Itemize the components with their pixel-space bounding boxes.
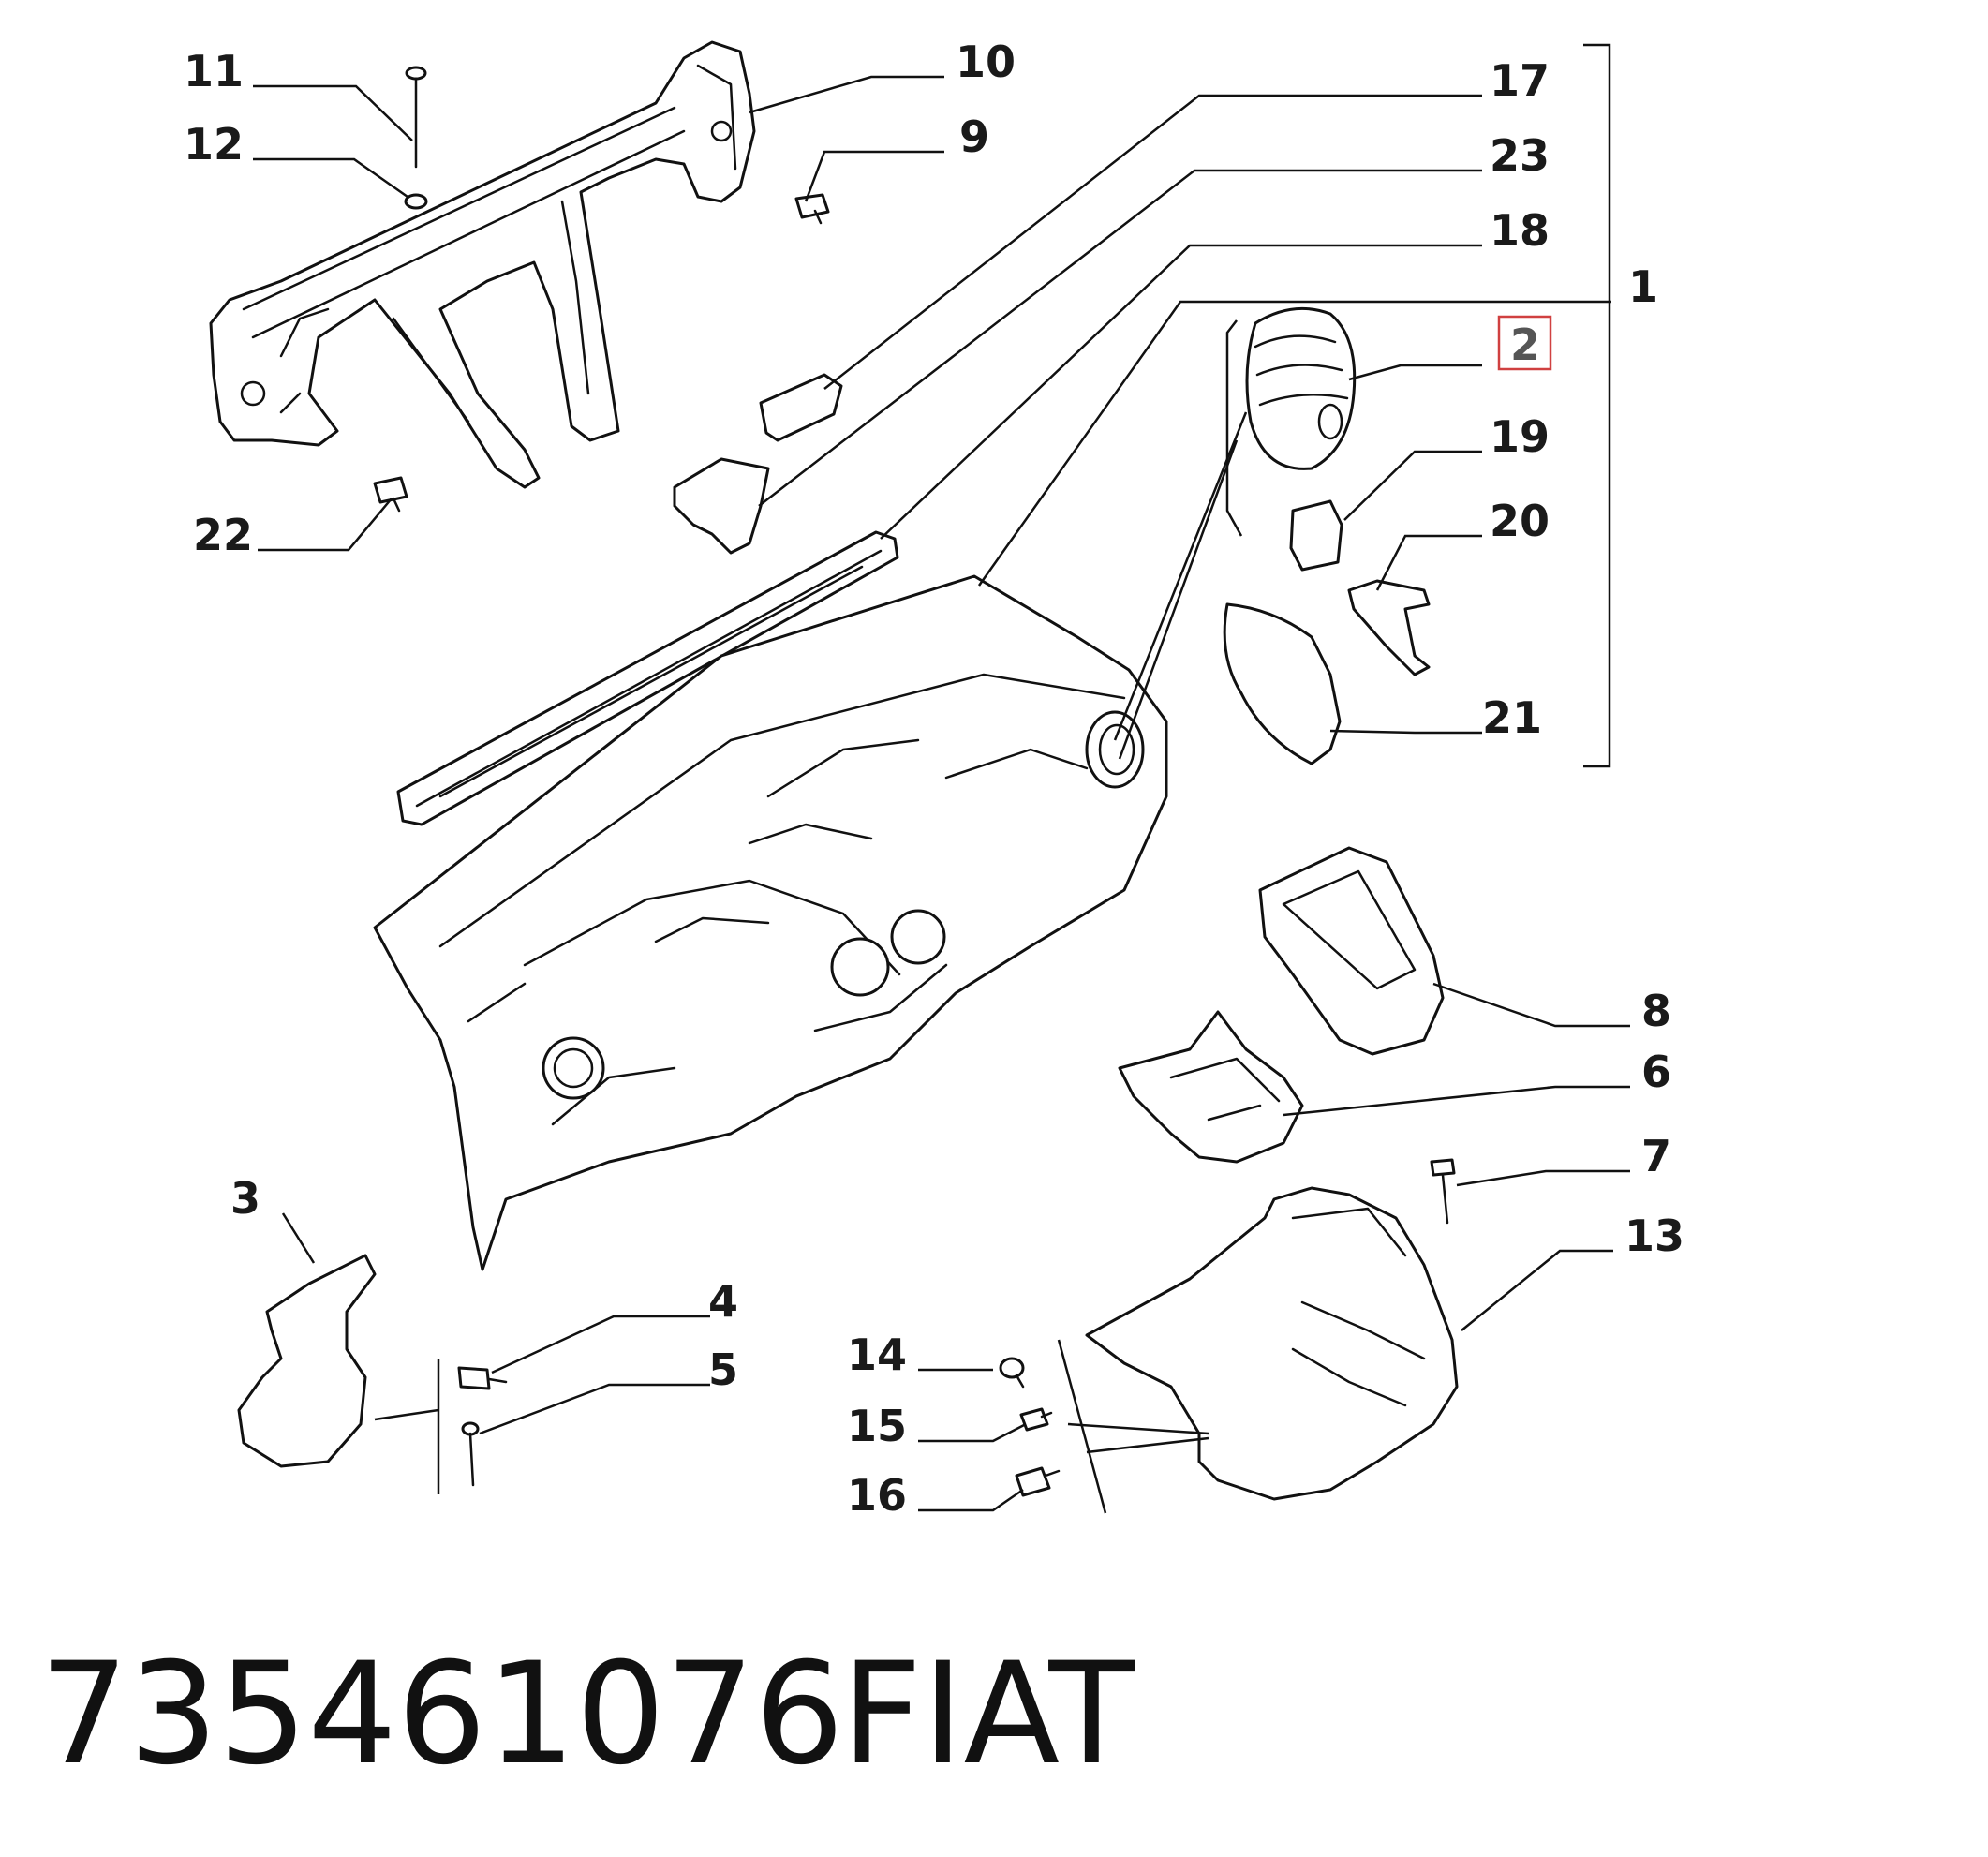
callout-22: 22	[193, 510, 253, 560]
callout-5: 5	[708, 1344, 738, 1395]
lever-20	[1347, 579, 1431, 676]
screw-22	[373, 476, 408, 513]
lower-console-13	[1085, 1186, 1459, 1501]
pin-5	[461, 1421, 480, 1487]
callout-14: 14	[847, 1330, 907, 1380]
screw-4	[457, 1366, 508, 1390]
mounting-bracket-3	[237, 1254, 377, 1468]
callout-4: 4	[708, 1276, 738, 1327]
callout-1: 1	[1628, 261, 1658, 312]
callout-6: 6	[1641, 1047, 1671, 1097]
callout-2: 2	[1510, 319, 1540, 370]
callout-21: 21	[1482, 692, 1542, 743]
callout-3: 3	[230, 1173, 260, 1224]
callout-17: 17	[1490, 55, 1550, 106]
callout-8: 8	[1641, 986, 1671, 1036]
highlight-box	[1497, 315, 1552, 371]
callout-7: 7	[1641, 1131, 1671, 1181]
callout-10: 10	[956, 37, 1016, 87]
part-number: 735461076	[39, 1633, 844, 1796]
bolt-long	[405, 66, 427, 169]
cross-car-beam	[209, 40, 756, 489]
bolt-7	[1430, 1158, 1456, 1225]
callout-16: 16	[847, 1470, 907, 1521]
air-vent-round	[1245, 306, 1357, 470]
callout-20: 20	[1490, 496, 1550, 546]
console-frame-8	[1258, 846, 1445, 1056]
clip-19	[1289, 499, 1343, 572]
screw-14	[999, 1357, 1025, 1389]
vent-bezel-21	[1223, 602, 1342, 765]
callout-23: 23	[1490, 130, 1550, 181]
screw-15	[1019, 1407, 1053, 1432]
callout-19: 19	[1490, 411, 1550, 462]
callout-labels: 11 12 10 9 17 23 18 1 2 19 20 21 22 8 6 …	[184, 37, 1684, 1521]
console-bracket-6	[1118, 1010, 1304, 1164]
brand-name: FIAT	[841, 1633, 1135, 1796]
callout-9: 9	[959, 111, 989, 162]
nut	[404, 193, 428, 210]
screw-16	[1015, 1466, 1061, 1497]
bracket-23	[673, 457, 770, 555]
callout-13: 13	[1625, 1211, 1684, 1261]
leader-lines	[253, 43, 1630, 1514]
screw-9	[794, 193, 830, 225]
callout-11: 11	[184, 46, 244, 97]
callout-12: 12	[184, 119, 244, 170]
defroster-vent-strip	[396, 530, 899, 826]
dashboard-panel	[373, 574, 1168, 1271]
callout-15: 15	[847, 1401, 907, 1451]
callout-18: 18	[1490, 205, 1550, 256]
bracket-17	[759, 373, 843, 442]
